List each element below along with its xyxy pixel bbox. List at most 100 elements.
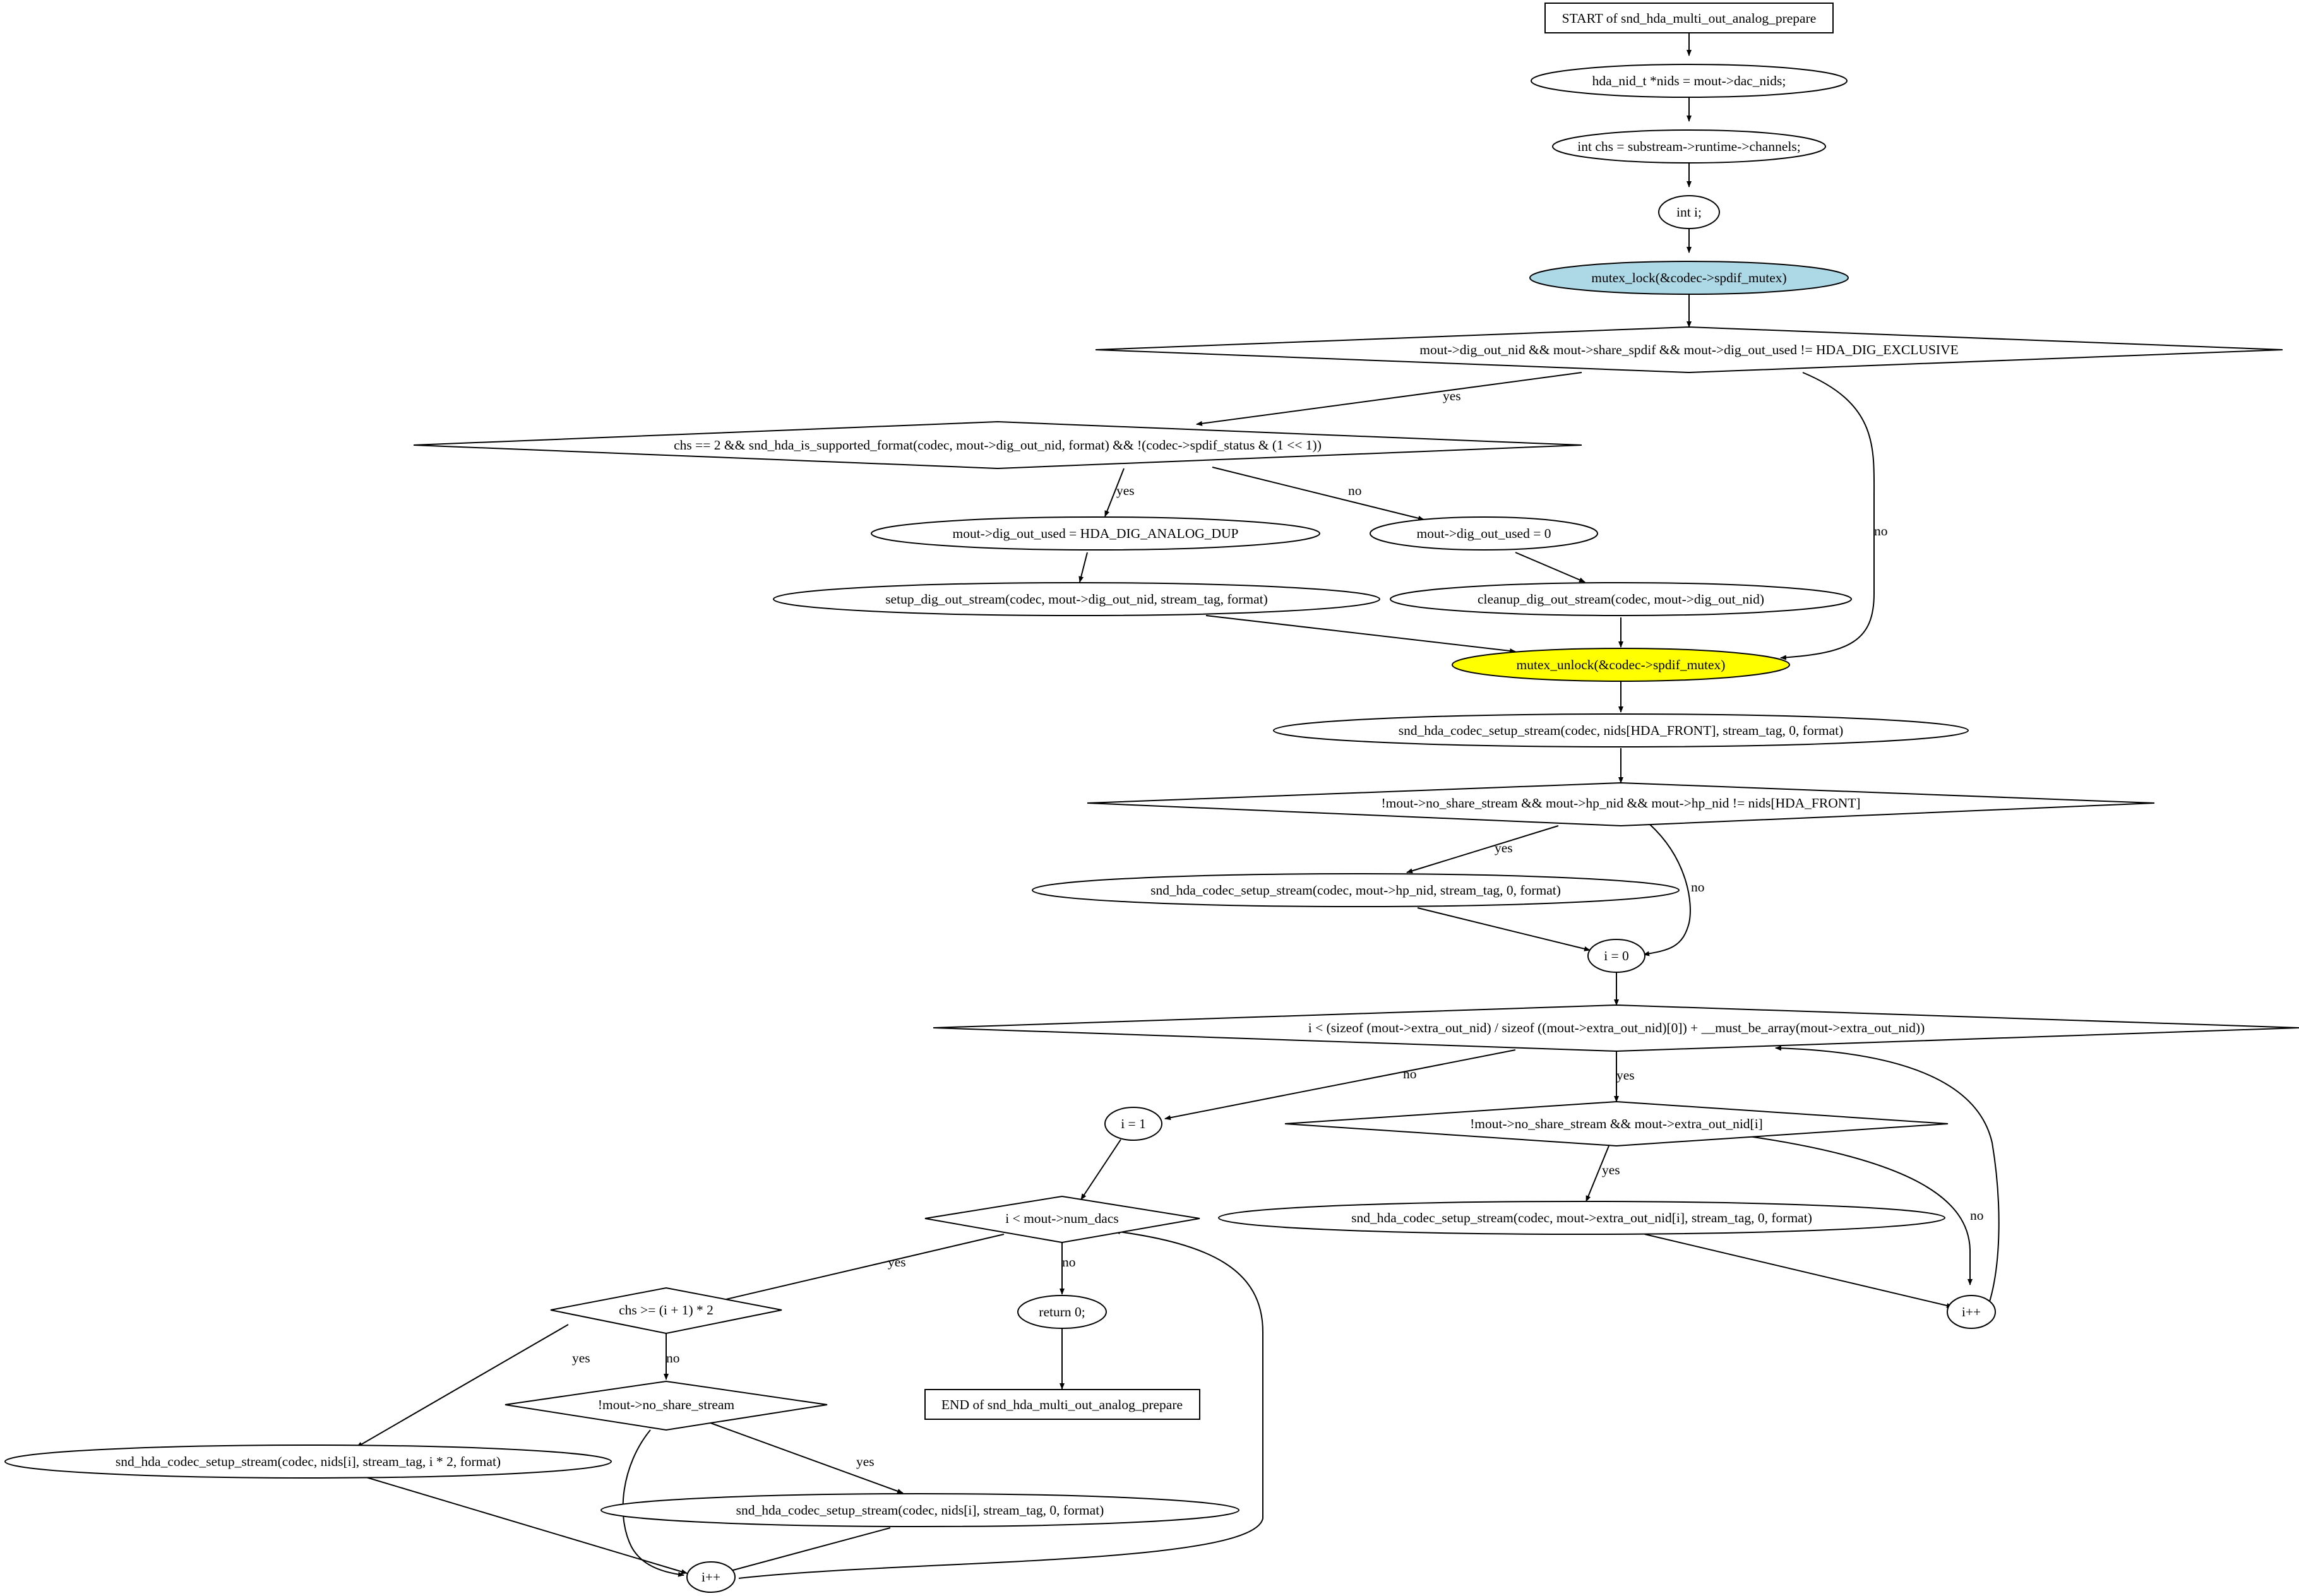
node-setup-dac-0-label: snd_hda_codec_setup_stream(codec, nids[i… bbox=[736, 1503, 1104, 1518]
edge-extraloop-ione-no bbox=[1164, 1049, 1516, 1121]
node-i-one-label: i = 1 bbox=[1121, 1116, 1146, 1131]
node-inc-extra: i++ bbox=[1947, 1295, 1996, 1329]
node-return0: return 0; bbox=[1017, 1295, 1107, 1329]
node-end-label: END of snd_hda_multi_out_analog_prepare bbox=[941, 1397, 1183, 1412]
edge-label-spdif-no: no bbox=[1874, 523, 1888, 539]
node-inc-dac: i++ bbox=[686, 1561, 736, 1593]
node-setup-hp: snd_hda_codec_setup_stream(codec, mout->… bbox=[1032, 873, 1680, 907]
edge-condextra-incextra-no bbox=[1748, 1136, 1973, 1285]
node-setup-front-label: snd_hda_codec_setup_stream(codec, nids[H… bbox=[1399, 723, 1844, 738]
node-set-used-zero: mout->dig_out_used = 0 bbox=[1370, 516, 1598, 551]
edge-analogdup-setupdig bbox=[1078, 552, 1088, 583]
edge-incdac-dacs bbox=[738, 1229, 1263, 1579]
edge-condextra-setupextra-yes bbox=[1585, 1145, 1609, 1202]
edge-label-extraloop-yes: yes bbox=[1616, 1068, 1635, 1083]
edge-label-condextra-no: no bbox=[1970, 1208, 1984, 1223]
edge-dacs-chs-yes bbox=[707, 1234, 1005, 1305]
node-cond-chs-label: chs >= (i + 1) * 2 bbox=[619, 1302, 714, 1318]
edge-label-chs-yes: yes bbox=[572, 1350, 590, 1366]
edge-label-dacs-yes: yes bbox=[888, 1254, 906, 1270]
edge-label-hp-no: no bbox=[1691, 879, 1705, 895]
node-setup-extra: snd_hda_codec_setup_stream(codec, mout->… bbox=[1218, 1201, 1945, 1235]
node-setup-dac-i2-label: snd_hda_codec_setup_stream(codec, nids[i… bbox=[116, 1454, 501, 1469]
edge-format-analogdup-yes bbox=[1104, 468, 1125, 517]
edge-noshare-setup0-yes bbox=[707, 1421, 904, 1494]
nodes: START of snd_hda_multi_out_analog_prepar… bbox=[4, 3, 2299, 1593]
node-i-zero-label: i = 0 bbox=[1604, 948, 1629, 963]
node-cond-extra-label: !mout->no_share_stream && mout->extra_ou… bbox=[1470, 1116, 1763, 1131]
node-unlock: mutex_unlock(&codec->spdif_mutex) bbox=[1452, 648, 1790, 682]
edge-setupi2-incdac bbox=[366, 1477, 688, 1575]
node-cond-hp: !mout->no_share_stream && mout->hp_nid &… bbox=[1087, 782, 2155, 827]
edge-setuphp-izero bbox=[1417, 907, 1591, 951]
node-cond-chs: chs >= (i + 1) * 2 bbox=[550, 1287, 782, 1335]
edge-ione-dacs bbox=[1080, 1139, 1121, 1200]
edge-labels: yes no yes no yes no no yes yes no yes n… bbox=[572, 388, 1984, 1518]
node-setup-dig: setup_dig_out_stream(codec, mout->dig_ou… bbox=[773, 582, 1380, 616]
edge-hp-izero-no bbox=[1643, 823, 1691, 956]
node-set-analog-dup: mout->dig_out_used = HDA_DIG_ANALOG_DUP bbox=[871, 516, 1320, 551]
node-cond-hp-label: !mout->no_share_stream && mout->hp_nid &… bbox=[1381, 795, 1860, 811]
edge-label-chs-no: no bbox=[666, 1350, 680, 1366]
node-cond-dacs-label: i < mout->num_dacs bbox=[1005, 1211, 1119, 1226]
edge-label-condextra-yes: yes bbox=[1602, 1162, 1620, 1177]
edge-chs-setupi2-yes bbox=[356, 1324, 569, 1448]
node-setup-dac-0: snd_hda_codec_setup_stream(codec, nids[i… bbox=[600, 1493, 1239, 1527]
node-start: START of snd_hda_multi_out_analog_prepar… bbox=[1544, 3, 1834, 33]
node-end: END of snd_hda_multi_out_analog_prepare bbox=[924, 1389, 1200, 1420]
edge-label-extraloop-no: no bbox=[1403, 1066, 1417, 1081]
node-cond-spdif-label: mout->dig_out_nid && mout->share_spdif &… bbox=[1419, 342, 1959, 357]
edge-label-noshare-yes: yes bbox=[856, 1454, 875, 1469]
node-cond-spdif: mout->dig_out_nid && mout->share_spdif &… bbox=[1095, 326, 2283, 374]
node-cond-extra: !mout->no_share_stream && mout->extra_ou… bbox=[1284, 1100, 1949, 1147]
node-cond-noshare-label: !mout->no_share_stream bbox=[598, 1397, 735, 1412]
edge-spdif-unlock-no bbox=[1780, 372, 1875, 660]
node-inc-dac-label: i++ bbox=[702, 1569, 720, 1585]
node-start-label: START of snd_hda_multi_out_analog_prepar… bbox=[1562, 11, 1817, 26]
node-setup-extra-label: snd_hda_codec_setup_stream(codec, mout->… bbox=[1351, 1210, 1812, 1225]
node-set-used-zero-label: mout->dig_out_used = 0 bbox=[1417, 526, 1551, 541]
edge-label-hp-yes: yes bbox=[1495, 840, 1513, 855]
edge-hp-setuphp-yes bbox=[1406, 825, 1559, 874]
edges bbox=[356, 33, 2000, 1579]
node-cond-format-label: chs == 2 && snd_hda_is_supported_format(… bbox=[674, 438, 1322, 453]
edge-setupextra-incextra bbox=[1644, 1234, 1953, 1308]
node-chs-decl-label: int chs = substream->runtime->channels; bbox=[1577, 139, 1800, 154]
edge-label-format-no: no bbox=[1348, 483, 1362, 498]
node-setup-front: snd_hda_codec_setup_stream(codec, nids[H… bbox=[1273, 713, 1969, 747]
node-i-decl-label: int i; bbox=[1676, 205, 1702, 220]
node-cond-extra-loop-label: i < (sizeof (mout->extra_out_nid) / size… bbox=[1308, 1020, 1925, 1035]
node-setup-dac-i2: snd_hda_codec_setup_stream(codec, nids[i… bbox=[4, 1444, 612, 1479]
node-cleanup-dig-label: cleanup_dig_out_stream(codec, mout->dig_… bbox=[1478, 592, 1764, 607]
node-cond-format: chs == 2 && snd_hda_is_supported_format(… bbox=[413, 420, 1582, 470]
edge-setupdig-unlock bbox=[1205, 615, 1516, 653]
edge-usedzero-cleanup bbox=[1515, 552, 1585, 583]
edge-label-dacs-no: no bbox=[1062, 1254, 1076, 1270]
node-inc-extra-label: i++ bbox=[1962, 1304, 1981, 1319]
node-lock-label: mutex_lock(&codec->spdif_mutex) bbox=[1591, 270, 1786, 285]
node-cond-extra-loop: i < (sizeof (mout->extra_out_nid) / size… bbox=[933, 1004, 2299, 1052]
node-chs-decl: int chs = substream->runtime->channels; bbox=[1552, 129, 1826, 164]
node-set-analog-dup-label: mout->dig_out_used = HDA_DIG_ANALOG_DUP bbox=[952, 526, 1238, 541]
node-i-decl: int i; bbox=[1658, 195, 1720, 229]
node-i-one: i = 1 bbox=[1104, 1107, 1162, 1141]
node-unlock-label: mutex_unlock(&codec->spdif_mutex) bbox=[1517, 657, 1726, 672]
node-nids-decl: hda_nid_t *nids = mout->dac_nids; bbox=[1531, 64, 1848, 98]
node-nids-decl-label: hda_nid_t *nids = mout->dac_nids; bbox=[1592, 73, 1786, 88]
edge-setup0-incdac bbox=[726, 1527, 891, 1573]
node-setup-hp-label: snd_hda_codec_setup_stream(codec, mout->… bbox=[1150, 883, 1561, 898]
node-cond-dacs: i < mout->num_dacs bbox=[924, 1195, 1200, 1244]
node-return0-label: return 0; bbox=[1039, 1304, 1085, 1319]
node-lock: mutex_lock(&codec->spdif_mutex) bbox=[1529, 261, 1849, 295]
node-i-zero: i = 0 bbox=[1587, 939, 1645, 973]
node-setup-dig-label: setup_dig_out_stream(codec, mout->dig_ou… bbox=[885, 592, 1268, 607]
node-cleanup-dig: cleanup_dig_out_stream(codec, mout->dig_… bbox=[1390, 582, 1852, 616]
edge-incextra-extraloop bbox=[1775, 1045, 2000, 1304]
edge-format-usedzero-no bbox=[1212, 467, 1424, 521]
edge-label-spdif-yes: yes bbox=[1443, 388, 1461, 403]
edge-noshare-incdac-no bbox=[622, 1429, 684, 1577]
edge-label-format-yes: yes bbox=[1116, 483, 1135, 498]
edge-spdif-format-yes bbox=[1196, 372, 1582, 426]
node-cond-noshare: !mout->no_share_stream bbox=[505, 1380, 828, 1431]
